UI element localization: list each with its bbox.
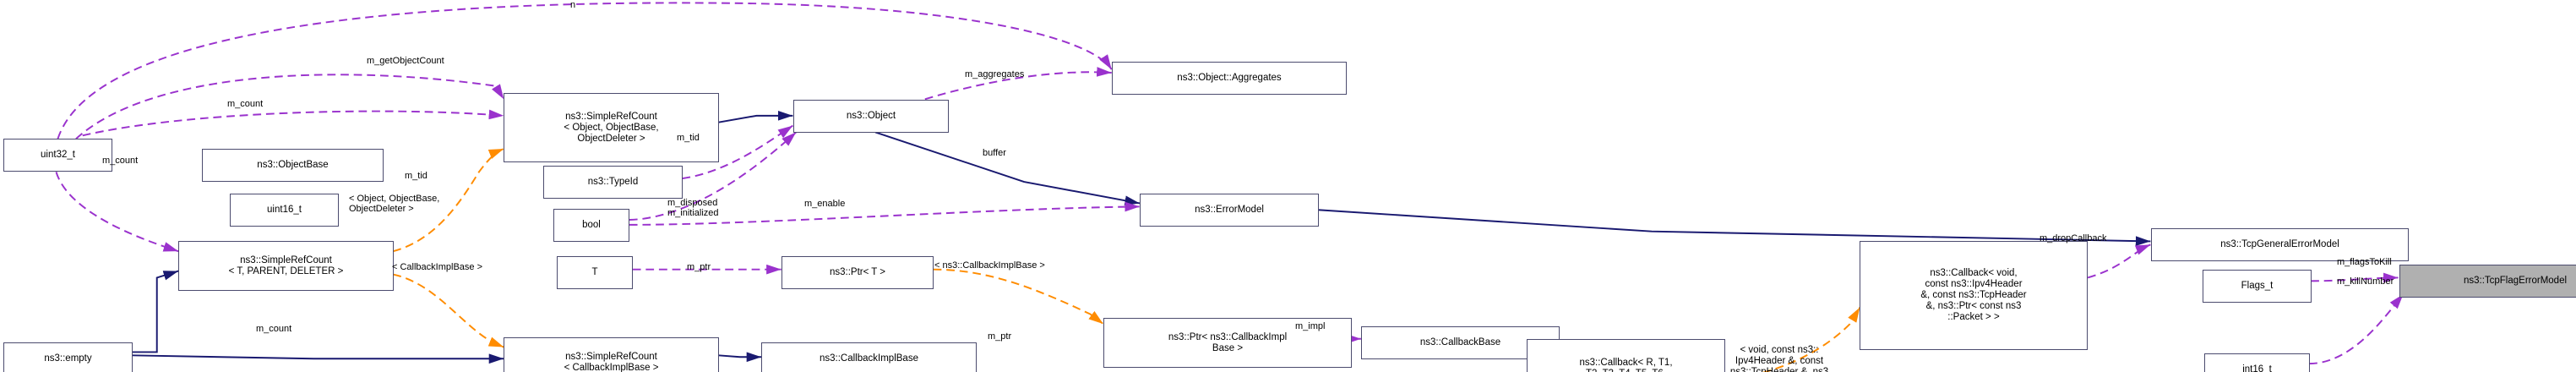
node-ns3-object-aggregates[interactable]: ns3::Object::Aggregates <box>1112 62 1347 95</box>
node-ns3-simplerefcount-t-parent-deleter[interactable]: ns3::SimpleRefCount < T, PARENT, DELETER… <box>178 241 394 291</box>
node-ns3-ptr-ns3-callbackimplbase[interactable]: ns3::Ptr< ns3::CallbackImpl Base > <box>1103 318 1352 368</box>
edge-label-m-ptr-1: m_ptr <box>687 262 711 272</box>
node-ns3-object[interactable]: ns3::Object <box>793 100 949 133</box>
edge-label-m-getobjectcount: m_getObjectCount <box>367 56 444 66</box>
node-ns3-errormodel[interactable]: ns3::ErrorModel <box>1140 194 1319 227</box>
edge-label-m-impl: m_impl <box>1295 321 1326 331</box>
edge-label-m-tid-2: m_tid <box>405 171 428 181</box>
node-ns3-typeid[interactable]: ns3::TypeId <box>543 166 683 199</box>
edge-label-template-object-objectbase-objectdeleter: < Object, ObjectBase, ObjectDeleter > <box>349 194 440 214</box>
node-ns3-tcpflagerrormodel[interactable]: ns3::TcpFlagErrorModel <box>2399 265 2576 298</box>
node-ns3-callbackimplbase[interactable]: ns3::CallbackImplBase <box>761 342 977 372</box>
edge-label-m-enable: m_enable <box>804 199 846 209</box>
edge-label-m-count-1: m_count <box>227 99 264 109</box>
node-ns3-callback-r-t1-t9[interactable]: ns3::Callback< R, T1, T2, T3, T4, T5, T6… <box>1527 339 1725 372</box>
node-ns3-callback-void-ipv4header-tcpheader-packet[interactable]: ns3::Callback< void, const ns3::Ipv4Head… <box>1860 241 2088 350</box>
edge-label-m-ptr-2: m_ptr <box>988 331 1012 342</box>
edge-label-m-count-3: m_count <box>256 324 292 334</box>
node-ns3-callbackbase[interactable]: ns3::CallbackBase <box>1361 326 1560 359</box>
node-uint32-t[interactable]: uint32_t <box>3 139 112 172</box>
node-uint16-t[interactable]: uint16_t <box>230 194 339 227</box>
edge-label-buffer: buffer <box>983 148 1006 158</box>
edge-label-m-count-2: m_count <box>102 156 139 166</box>
edge-label-n: n <box>570 0 576 10</box>
edge-label-m-dropcallback: m_dropCallback <box>2040 233 2107 243</box>
node-int16-t[interactable]: int16_t <box>2204 353 2310 372</box>
node-template-args-void-ipv4header-tcpheader-packet: < void, const ns3:: Ipv4Header &, const … <box>1729 345 1829 372</box>
node-ns3-simplerefcount-object-objectbase-objectdeleter[interactable]: ns3::SimpleRefCount < Object, ObjectBase… <box>504 93 719 162</box>
edge-label-m-aggregates: m_aggregates <box>965 69 1025 79</box>
edge-label-m-killnumber: m_killNumber <box>2337 276 2394 287</box>
node-ns3-tcpgeneralerrormodel[interactable]: ns3::TcpGeneralErrorModel <box>2151 228 2409 261</box>
node-t[interactable]: T <box>557 256 633 289</box>
edge-label-template-callbackimplbase: < CallbackImplBase > <box>392 262 482 272</box>
node-ns3-empty[interactable]: ns3::empty <box>3 342 133 372</box>
node-ns3-ptr-t[interactable]: ns3::Ptr< T > <box>782 256 934 289</box>
edge-label-m-tid-1: m_tid <box>677 133 700 143</box>
node-ns3-simplerefcount-callbackimplbase[interactable]: ns3::SimpleRefCount < CallbackImplBase > <box>504 337 719 372</box>
node-bool[interactable]: bool <box>553 209 629 242</box>
node-ns3-objectbase[interactable]: ns3::ObjectBase <box>202 149 384 182</box>
edge-label-m-disposed-m-initialized: m_disposed m_initialized <box>667 198 719 218</box>
node-flags-t[interactable]: Flags_t <box>2203 270 2312 303</box>
edge-label-template-ns3-callbackimplbase: < ns3::CallbackImplBase > <box>934 260 1045 271</box>
edge-label-m-flagstokill: m_flagsToKill <box>2337 257 2392 267</box>
